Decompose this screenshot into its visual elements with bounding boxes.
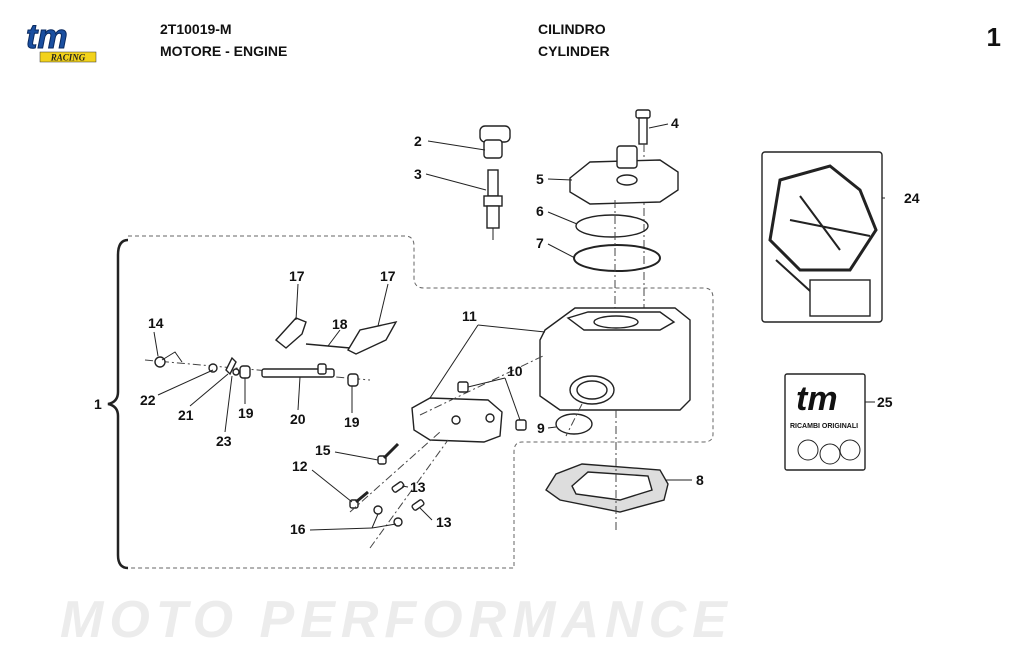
nut-16 bbox=[373, 505, 383, 515]
callout-4: 4 bbox=[671, 115, 679, 131]
group-brace bbox=[107, 238, 129, 570]
bag-label: RICAMBI ORIGINALI bbox=[790, 423, 858, 430]
callout-6: 6 bbox=[536, 203, 544, 219]
section-name: MOTORE - ENGINE bbox=[160, 43, 288, 59]
callout-7: 7 bbox=[536, 235, 544, 251]
watermark: MOTO PERFORMANCE bbox=[60, 591, 733, 649]
callout-1: 1 bbox=[94, 396, 102, 412]
header-center: CILINDRO CYLINDER bbox=[538, 18, 610, 62]
callout-13a: 13 bbox=[410, 479, 426, 495]
callout-11: 11 bbox=[462, 308, 477, 324]
callout-24: 24 bbox=[904, 190, 920, 206]
leader-lines bbox=[153, 123, 885, 531]
bag-logo: tm bbox=[796, 380, 838, 418]
callout-10: 10 bbox=[507, 363, 523, 379]
part-code: 2T10019-M bbox=[160, 21, 232, 37]
callout-8: 8 bbox=[696, 472, 704, 488]
callout-17b: 17 bbox=[380, 268, 396, 284]
screw-12 bbox=[349, 490, 369, 509]
tm-racing-logo: tm RACING bbox=[24, 18, 114, 64]
callout-19b: 19 bbox=[344, 414, 360, 430]
o-ring-small bbox=[575, 214, 649, 238]
callout-3: 3 bbox=[414, 166, 422, 182]
callout-16: 16 bbox=[290, 521, 306, 537]
cylinder bbox=[539, 307, 691, 411]
callout-14: 14 bbox=[148, 315, 164, 331]
callout-9: 9 bbox=[537, 420, 545, 436]
valve-blade bbox=[274, 317, 307, 349]
o-ring-large bbox=[573, 244, 661, 272]
callout-2: 2 bbox=[414, 133, 422, 149]
valve-linkage bbox=[144, 351, 371, 387]
spark-plug bbox=[483, 169, 503, 240]
stud-13 bbox=[411, 499, 425, 511]
title-english: CYLINDER bbox=[538, 43, 610, 59]
nut-16 bbox=[393, 517, 403, 527]
exhaust-gasket bbox=[555, 413, 593, 435]
logo-subtitle: RACING bbox=[50, 53, 86, 63]
callout-23: 23 bbox=[216, 433, 232, 449]
screw-15 bbox=[377, 442, 400, 465]
page-number: 1 bbox=[986, 22, 1001, 52]
gasket-kit bbox=[761, 151, 883, 323]
valve-blade bbox=[347, 320, 398, 355]
callout-5: 5 bbox=[536, 171, 544, 187]
spark-plug-cap bbox=[479, 125, 511, 159]
valve-housing bbox=[411, 397, 503, 443]
title-italian: CILINDRO bbox=[538, 21, 606, 37]
callout-12: 12 bbox=[292, 458, 308, 474]
stud-13 bbox=[391, 481, 405, 493]
logo-wordmark: tm bbox=[26, 22, 68, 56]
callout-25: 25 bbox=[877, 394, 893, 410]
callout-13b: 13 bbox=[436, 514, 452, 530]
gasket-bag: tm RICAMBI ORIGINALI bbox=[784, 373, 866, 471]
cylinder-head bbox=[569, 145, 679, 205]
callout-15: 15 bbox=[315, 442, 331, 458]
callout-19a: 19 bbox=[238, 405, 254, 421]
callout-22: 22 bbox=[140, 392, 156, 408]
dowel-pin bbox=[515, 419, 527, 431]
callout-20: 20 bbox=[290, 411, 306, 427]
header-left: 2T10019-M MOTORE - ENGINE bbox=[160, 18, 287, 62]
callout-21: 21 bbox=[178, 407, 194, 423]
dowel-pin bbox=[457, 381, 469, 393]
callout-17a: 17 bbox=[289, 268, 305, 284]
head-bolt bbox=[635, 109, 651, 330]
callout-18: 18 bbox=[332, 316, 348, 332]
